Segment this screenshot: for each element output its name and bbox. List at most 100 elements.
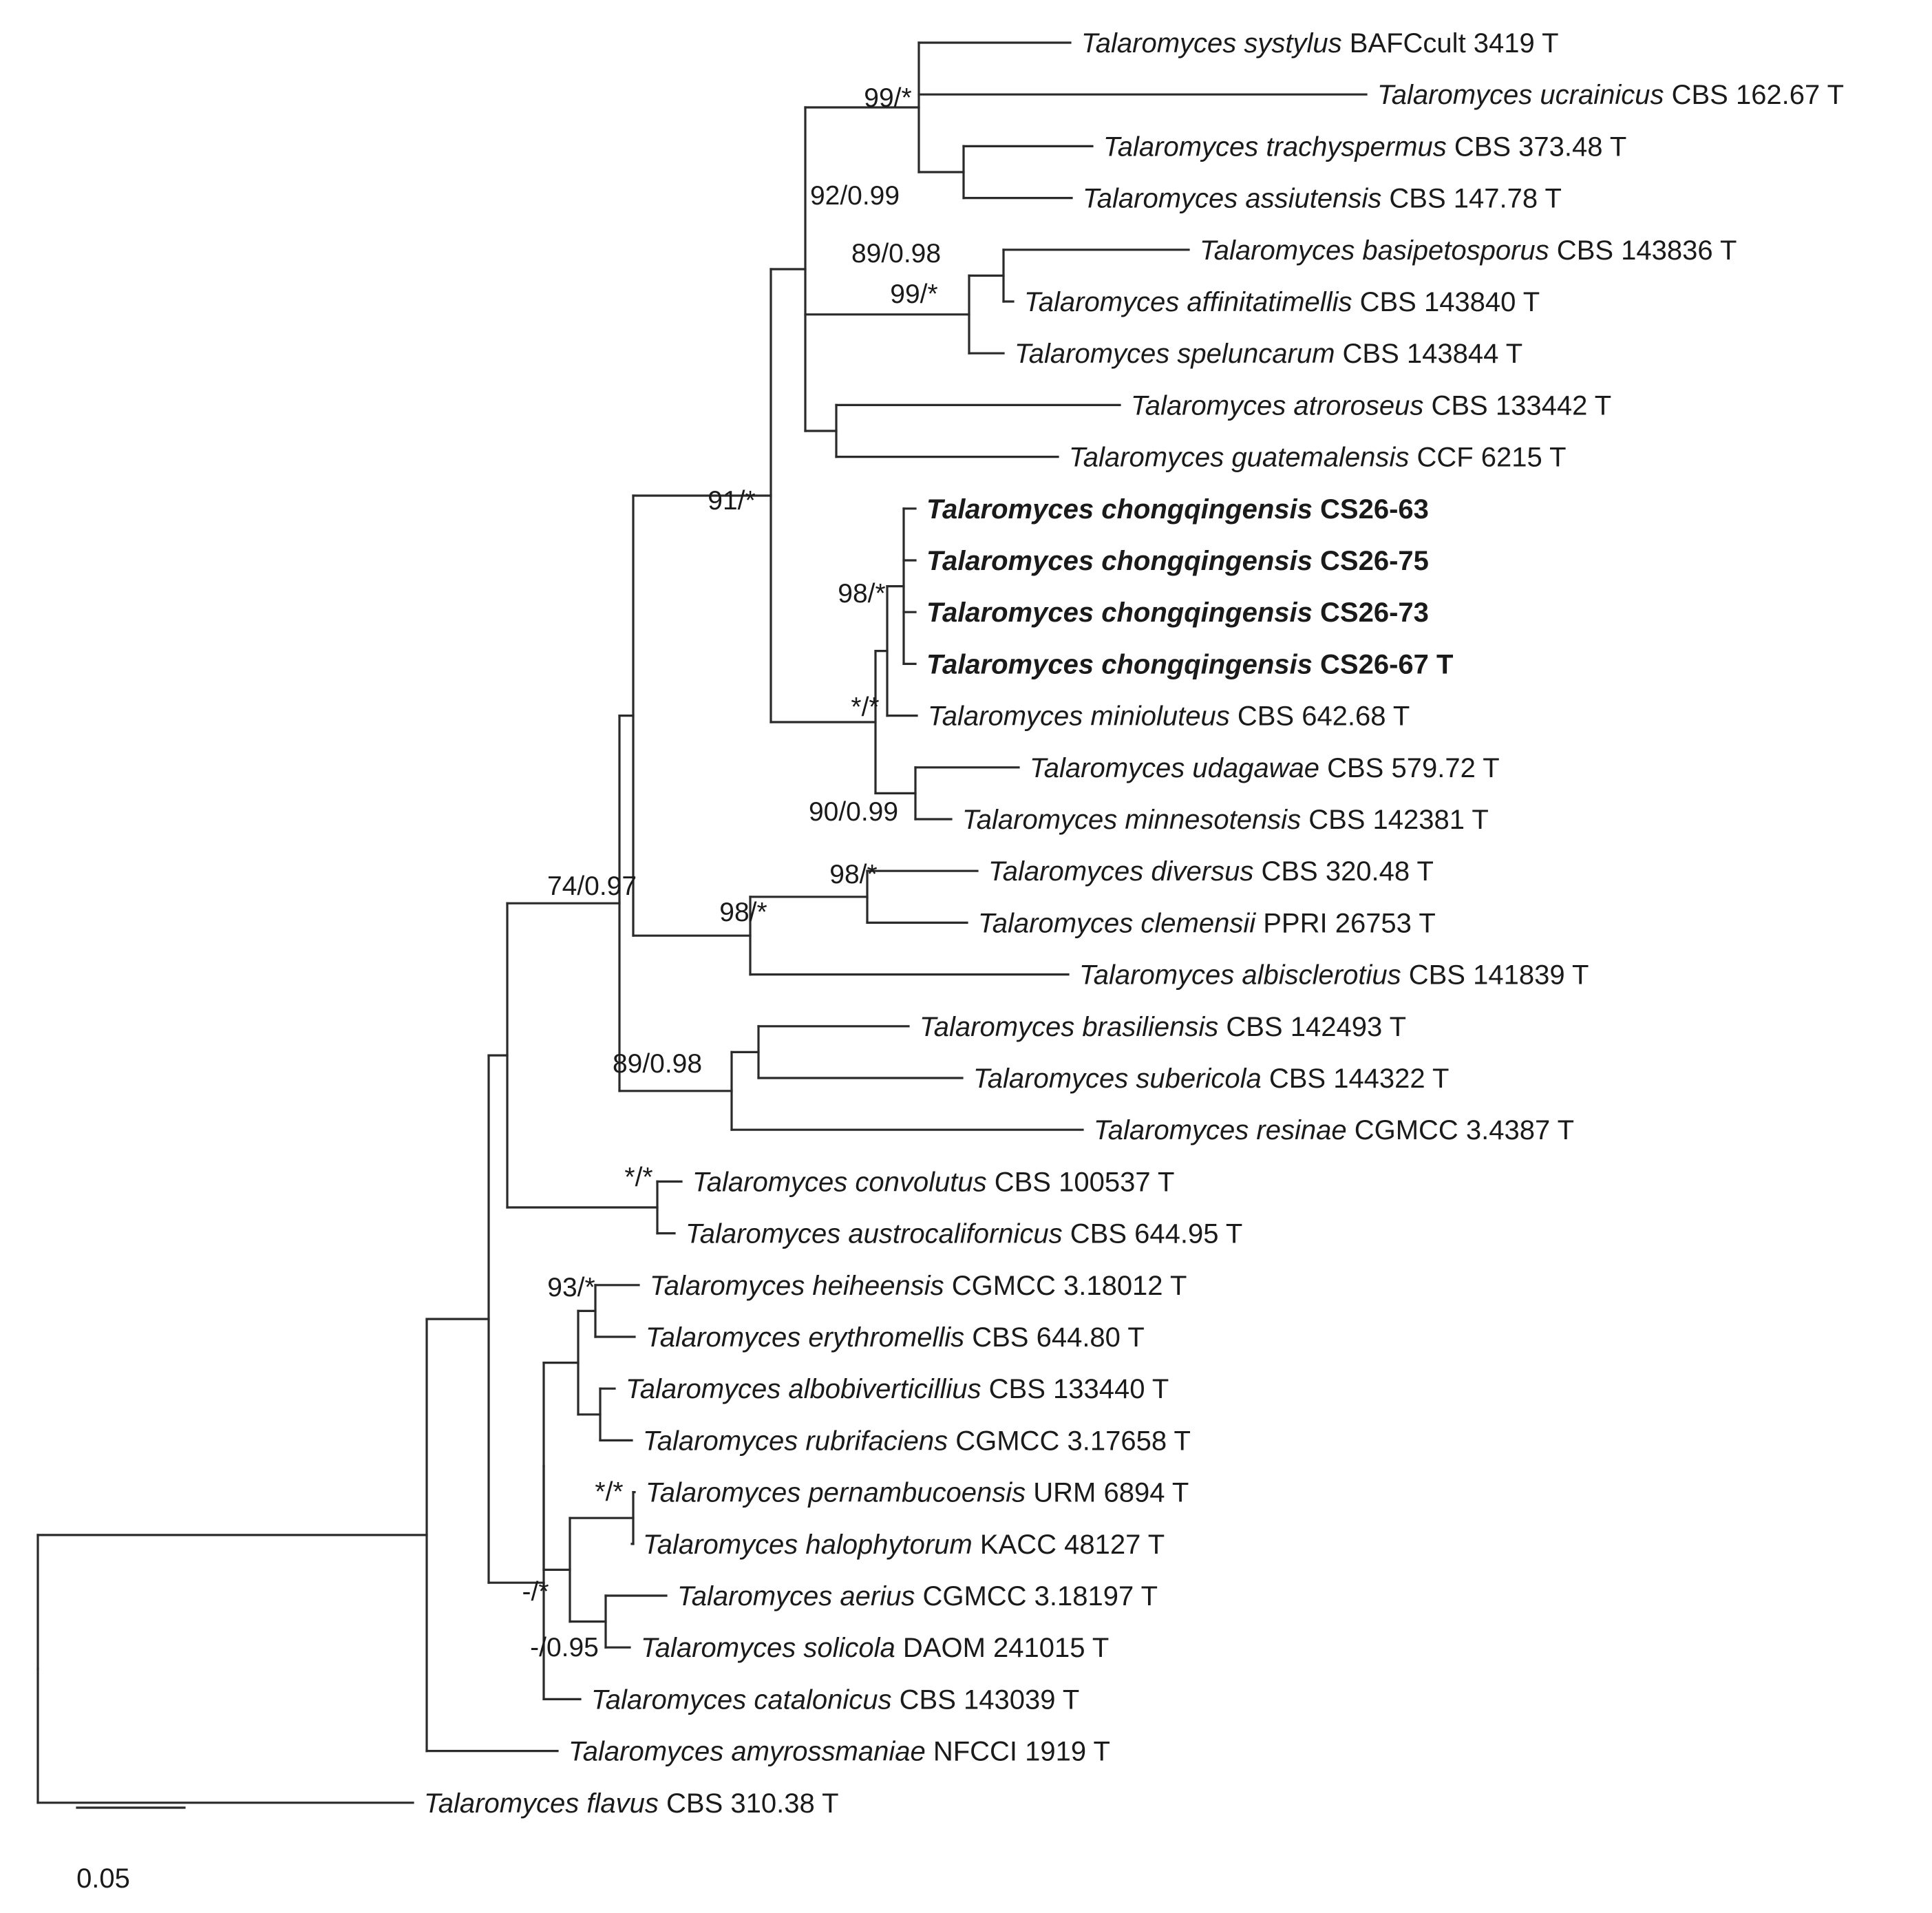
taxon-strain: CGMCC 3.18197 T: [915, 1581, 1158, 1611]
support-value: 98/*: [838, 579, 885, 609]
taxon-strain: PPRI 26753 T: [1255, 908, 1436, 938]
taxon-label: Talaromyces chongqingensis CS26-63: [926, 494, 1429, 525]
taxon-binomial: Talaromyces aerius: [677, 1581, 915, 1611]
taxon-label: Talaromyces flavus CBS 310.38 T: [424, 1788, 839, 1819]
taxon-binomial: Talaromyces heiheensis: [650, 1271, 944, 1301]
taxon-strain: CCF 6215 T: [1409, 443, 1566, 473]
taxon-strain: CBS 147.78 T: [1381, 184, 1562, 214]
taxon-strain: CBS 320.48 T: [1253, 856, 1434, 887]
support-value: 98/*: [829, 860, 877, 889]
taxon-label: Talaromyces pernambucoensis URM 6894 T: [646, 1478, 1189, 1508]
taxon-binomial: Talaromyces austrocalifornicus: [686, 1219, 1063, 1249]
taxon-strain: CGMCC 3.4387 T: [1347, 1115, 1575, 1145]
taxon-label: Talaromyces rubrifaciens CGMCC 3.17658 T: [643, 1426, 1191, 1456]
taxon-label: Talaromyces trachyspermus CBS 373.48 T: [1103, 131, 1626, 162]
taxon-labels: Talaromyces systylus BAFCcult 3419 TTala…: [424, 28, 1844, 1819]
taxon-binomial: Talaromyces halophytorum: [643, 1530, 973, 1560]
taxon-strain: CBS 644.80 T: [964, 1322, 1145, 1353]
taxon-label: Talaromyces atroroseus CBS 133442 T: [1131, 390, 1611, 421]
taxon-binomial: Talaromyces pernambucoensis: [646, 1478, 1026, 1508]
taxon-binomial: Talaromyces trachyspermus: [1103, 131, 1447, 162]
taxon-strain: CBS 143844 T: [1335, 339, 1522, 369]
taxon-label: Talaromyces erythromellis CBS 644.80 T: [646, 1322, 1145, 1353]
taxon-strain: URM 6894 T: [1026, 1478, 1189, 1508]
taxon-label: Talaromyces chongqingensis CS26-73: [926, 598, 1429, 628]
taxon-binomial: Talaromyces basipetosporus: [1200, 235, 1549, 266]
taxon-strain: CBS 142381 T: [1301, 805, 1489, 835]
taxon-strain: CBS 143836 T: [1549, 235, 1737, 266]
taxon-binomial: Talaromyces diversus: [988, 856, 1253, 887]
taxon-label: Talaromyces aerius CGMCC 3.18197 T: [677, 1581, 1158, 1611]
taxon-binomial: Talaromyces clemensii: [978, 908, 1256, 938]
taxon-label: Talaromyces minioluteus CBS 642.68 T: [928, 701, 1410, 732]
taxon-label: Talaromyces chongqingensis CS26-67 T: [926, 649, 1453, 679]
taxon-binomial: Talaromyces chongqingensis: [926, 494, 1313, 525]
taxon-binomial: Talaromyces subericola: [973, 1064, 1262, 1094]
taxon-strain: BAFCcult 3419 T: [1342, 28, 1559, 59]
taxon-binomial: Talaromyces ucrainicus: [1377, 80, 1664, 110]
taxon-strain: CBS 141839 T: [1401, 960, 1589, 991]
taxon-label: Talaromyces udagawae CBS 579.72 T: [1030, 753, 1500, 783]
taxon-strain: CGMCC 3.18012 T: [944, 1271, 1187, 1301]
taxon-label: Talaromyces systylus BAFCcult 3419 T: [1081, 28, 1559, 59]
taxon-strain: CBS 144322 T: [1262, 1064, 1450, 1094]
support-values: 99/*92/0.9989/0.9899/*91/*98/**/*90/0.99…: [522, 83, 942, 1662]
support-value: 91/*: [708, 486, 755, 516]
support-value: */*: [595, 1477, 623, 1507]
taxon-binomial: Talaromyces amyrossmaniae: [569, 1737, 926, 1767]
support-value: 92/0.99: [810, 181, 900, 211]
support-value: 74/0.97: [547, 871, 637, 901]
taxon-strain: KACC 48127 T: [973, 1530, 1165, 1560]
taxon-binomial: Talaromyces resinae: [1094, 1115, 1347, 1145]
support-value: -/*: [522, 1577, 549, 1607]
support-value: 89/0.98: [613, 1049, 702, 1079]
taxon-strain: CS26-63: [1313, 494, 1429, 525]
taxon-label: Talaromyces halophytorum KACC 48127 T: [643, 1530, 1165, 1560]
taxon-binomial: Talaromyces minioluteus: [928, 701, 1230, 732]
taxon-label: Talaromyces resinae CGMCC 3.4387 T: [1094, 1115, 1574, 1145]
taxon-label: Talaromyces diversus CBS 320.48 T: [988, 856, 1434, 887]
taxon-label: Talaromyces basipetosporus CBS 143836 T: [1200, 235, 1737, 266]
taxon-binomial: Talaromyces erythromellis: [646, 1322, 964, 1353]
taxon-strain: CBS 642.68 T: [1230, 701, 1410, 732]
taxon-strain: CBS 143840 T: [1352, 287, 1540, 317]
taxon-binomial: Talaromyces solicola: [641, 1633, 895, 1663]
taxon-binomial: Talaromyces brasiliensis: [920, 1012, 1218, 1042]
taxon-label: Talaromyces assiutensis CBS 147.78 T: [1083, 184, 1562, 214]
taxon-strain: CBS 310.38 T: [659, 1788, 839, 1819]
taxon-binomial: Talaromyces flavus: [424, 1788, 659, 1819]
taxon-strain: NFCCI 1919 T: [926, 1737, 1110, 1767]
taxon-binomial: Talaromyces guatemalensis: [1069, 443, 1409, 473]
taxon-label: Talaromyces minnesotensis CBS 142381 T: [962, 805, 1489, 835]
taxon-binomial: Talaromyces catalonicus: [591, 1684, 892, 1715]
taxon-label: Talaromyces solicola DAOM 241015 T: [641, 1633, 1109, 1663]
scale-bar: 0.05: [76, 1806, 186, 1894]
taxon-binomial: Talaromyces chongqingensis: [926, 546, 1313, 576]
taxon-strain: CBS 579.72 T: [1319, 753, 1500, 783]
scale-bar-label: 0.05: [76, 1863, 130, 1894]
taxon-strain: CS26-67 T: [1313, 649, 1454, 679]
taxon-label: Talaromyces amyrossmaniae NFCCI 1919 T: [569, 1737, 1110, 1767]
support-value: 98/*: [719, 898, 767, 927]
support-value: 90/0.99: [809, 797, 898, 827]
taxon-strain: CBS 100537 T: [987, 1167, 1175, 1197]
taxon-strain: CBS 373.48 T: [1447, 131, 1627, 162]
taxon-label: Talaromyces catalonicus CBS 143039 T: [591, 1684, 1079, 1715]
taxon-binomial: Talaromyces convolutus: [692, 1167, 987, 1197]
taxon-binomial: Talaromyces systylus: [1081, 28, 1342, 59]
taxon-label: Talaromyces albobiverticillius CBS 13344…: [626, 1374, 1169, 1404]
taxon-label: Talaromyces albisclerotius CBS 141839 T: [1079, 960, 1589, 991]
taxon-strain: CBS 162.67 T: [1664, 80, 1844, 110]
support-value: 93/*: [547, 1273, 595, 1302]
support-value: 99/*: [890, 279, 937, 309]
taxon-strain: CS26-75: [1313, 546, 1429, 576]
taxon-strain: CS26-73: [1313, 598, 1429, 628]
taxon-strain: CBS 644.95 T: [1063, 1219, 1243, 1249]
taxon-strain: CBS 133442 T: [1423, 390, 1611, 421]
taxon-label: Talaromyces convolutus CBS 100537 T: [692, 1167, 1174, 1197]
taxon-label: Talaromyces speluncarum CBS 143844 T: [1015, 339, 1522, 369]
taxon-label: Talaromyces subericola CBS 144322 T: [973, 1064, 1450, 1094]
taxon-label: Talaromyces heiheensis CGMCC 3.18012 T: [650, 1271, 1187, 1301]
taxon-label: Talaromyces guatemalensis CCF 6215 T: [1069, 443, 1567, 473]
